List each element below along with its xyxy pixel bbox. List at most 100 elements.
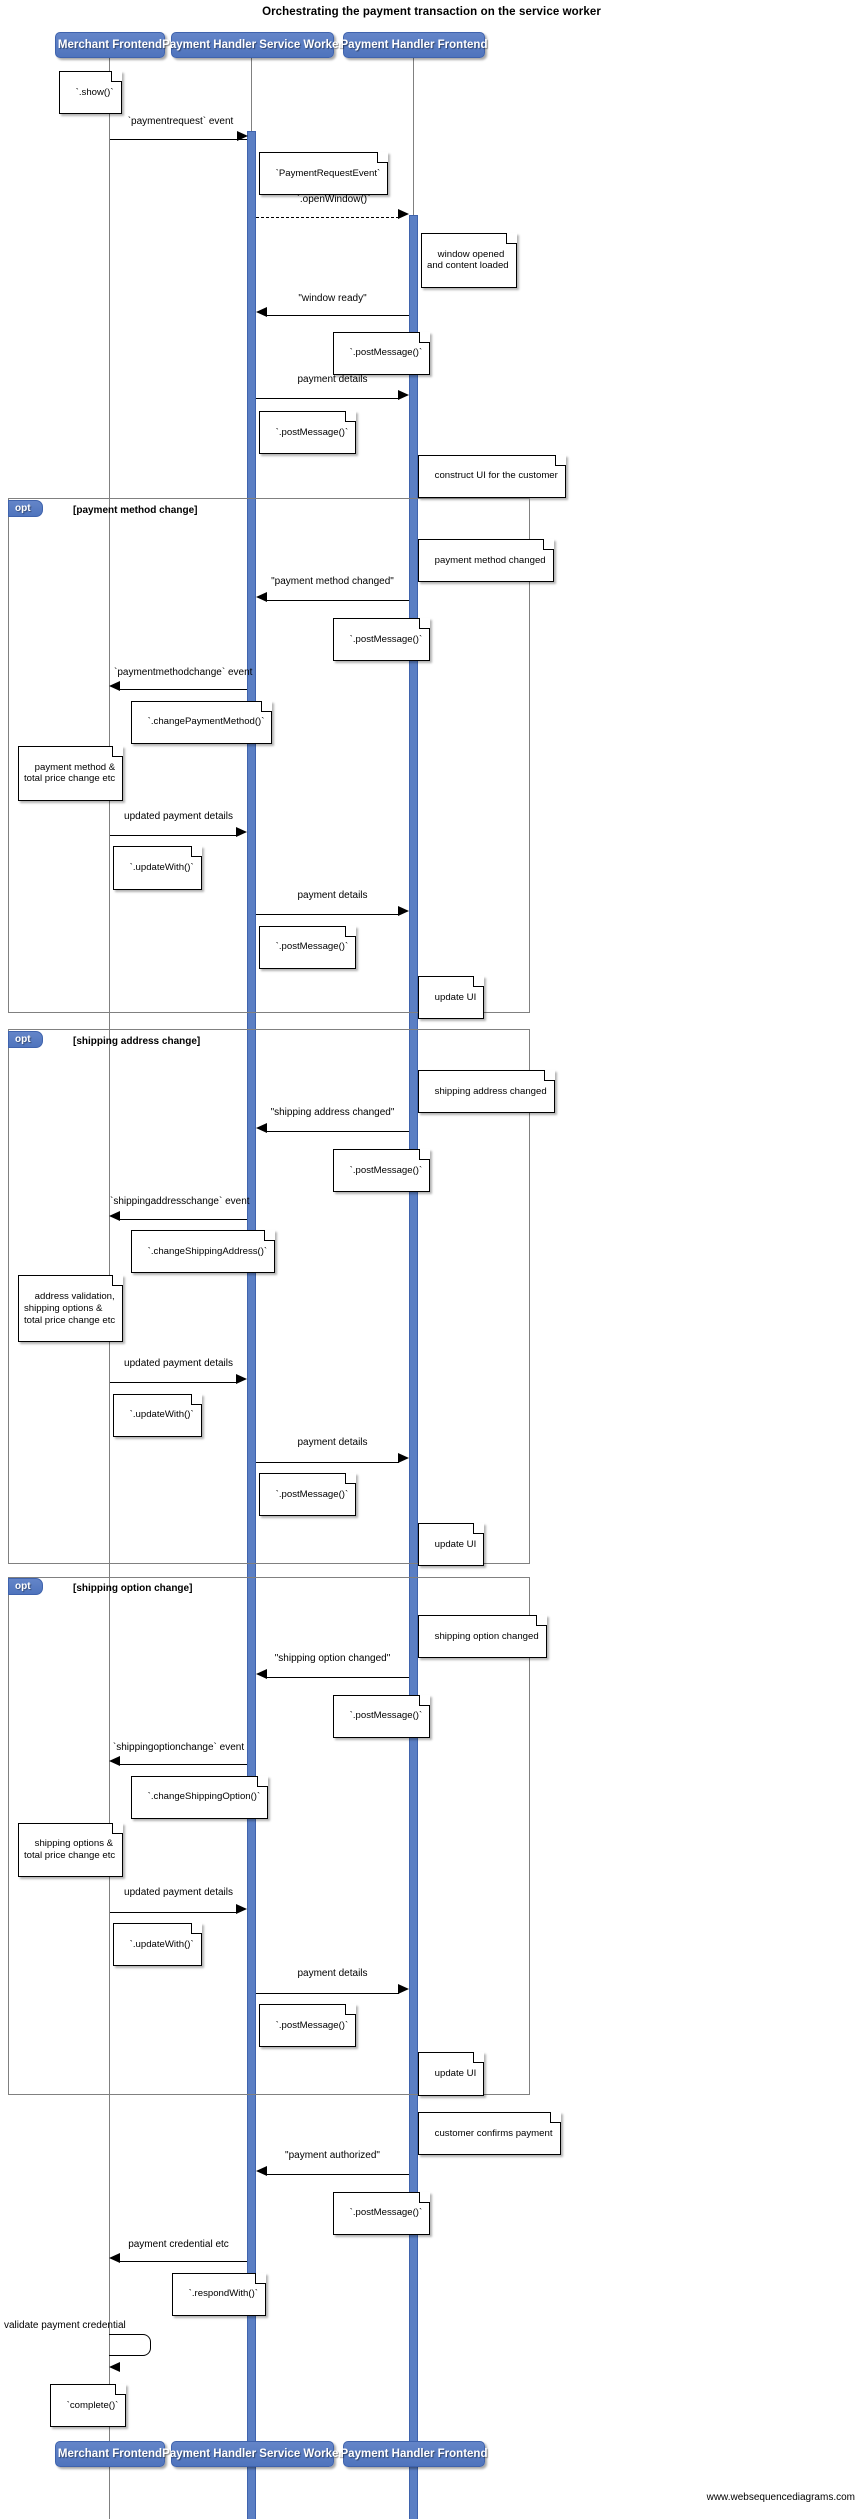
- message-arrow-m5: [256, 592, 267, 603]
- note-text: `.respondWith()`: [188, 2288, 258, 2300]
- note-address-validation: address validation, shipping options & t…: [18, 1275, 124, 1342]
- note-respond-with: `.respondWith()`: [172, 2272, 266, 2316]
- actor-label: Merchant Frontend: [57, 2448, 163, 2460]
- note-text: `.postMessage()`: [349, 1164, 423, 1176]
- message-label-m10: `shippingaddresschange` event: [110, 1196, 250, 1208]
- note-post-message-5: `.postMessage()`: [333, 1149, 431, 1193]
- message-arrow-m12: [398, 1453, 409, 1464]
- message-line-m2: [256, 216, 399, 218]
- note-text: shipping options & total price change et…: [24, 1838, 116, 1861]
- note-change-shipping-address: `.changeShippingAddress()`: [131, 1230, 276, 1274]
- note-update-ui-2: update UI: [418, 1523, 485, 1567]
- message-label-m3: "window ready": [298, 292, 367, 304]
- note-text: `.changeShippingOption()`: [147, 1791, 261, 1803]
- note-text: `.updateWith()`: [129, 1938, 194, 1950]
- message-arrow-m19: [109, 2361, 120, 2372]
- message-line-m14: [118, 1764, 247, 1766]
- actor-header-frontend[interactable]: Payment Handler Frontend: [341, 32, 487, 58]
- note-window-opened: window opened and content loaded: [421, 232, 517, 288]
- message-label-m16: payment details: [297, 1968, 368, 1980]
- message-arrow-m6: [109, 681, 120, 692]
- note-update-with-2: `.updateWith()`: [113, 1393, 202, 1437]
- message-label-m17: "payment authorized": [285, 2149, 380, 2161]
- actor-footer-frontend[interactable]: Payment Handler Frontend: [340, 2441, 488, 2467]
- note-post-message-8: `.postMessage()`: [259, 2003, 357, 2047]
- note-text: `.updateWith()`: [129, 862, 194, 874]
- note-text: update UI: [434, 2068, 477, 2080]
- note-text: `.postMessage()`: [349, 347, 423, 359]
- message-line-m17: [265, 2173, 409, 2175]
- note-text: window opened and content loaded: [427, 248, 509, 272]
- note-text: `.postMessage()`: [275, 426, 349, 438]
- message-label-m5: "payment method changed": [271, 576, 394, 588]
- message-arrow-m10: [109, 1210, 120, 1221]
- self-message-loop-m19: [109, 2334, 151, 2357]
- page-title: Orchestrating the payment transaction on…: [262, 6, 601, 18]
- note-post-message-2: `.postMessage()`: [259, 410, 357, 455]
- actor-label: Payment Handler Frontend: [340, 2448, 488, 2460]
- note-text: shipping address changed: [434, 1085, 547, 1097]
- message-arrow-m16: [398, 1984, 409, 1995]
- note-construct-ui: construct UI for the customer: [418, 454, 566, 498]
- note-text: payment method changed: [434, 554, 546, 566]
- note-update-ui-3: update UI: [418, 2052, 485, 2096]
- message-line-m3: [265, 315, 409, 317]
- message-line-m8: [256, 914, 399, 916]
- note-text: update UI: [434, 991, 477, 1003]
- fragment-shipping-option-change: [8, 1576, 530, 2095]
- note-change-shipping-option: `.changeShippingOption()`: [131, 1775, 269, 1819]
- actor-label: Payment Handler Service Worker: [162, 39, 343, 51]
- actor-footer-service-worker[interactable]: Payment Handler Service Worker: [162, 2441, 343, 2467]
- actor-header-merchant[interactable]: Merchant Frontend: [55, 32, 165, 58]
- message-arrow-m17: [256, 2165, 267, 2176]
- message-label-m14: `shippingoptionchange` event: [112, 1741, 245, 1753]
- note-post-message-7: `.postMessage()`: [333, 1694, 431, 1738]
- note-text: `.postMessage()`: [275, 1488, 349, 1500]
- note-post-message-1: `.postMessage()`: [333, 331, 431, 375]
- message-line-m5: [265, 600, 409, 602]
- message-label-m18: payment credential etc: [128, 2238, 229, 2250]
- activation-service-worker-main: [247, 130, 256, 2519]
- note-text: update UI: [434, 1538, 477, 1550]
- note-post-message-4: `.postMessage()`: [259, 925, 357, 969]
- note-post-message-9: `.postMessage()`: [333, 2191, 431, 2235]
- note-text: `.postMessage()`: [275, 2019, 349, 2031]
- fragment-tag-opt-2: opt: [8, 1030, 43, 1048]
- message-line-m13: [265, 1676, 409, 1678]
- note-payment-request-event: `PaymentRequestEvent`: [259, 151, 389, 195]
- message-arrow-m11: [236, 1374, 247, 1385]
- note-text: `.updateWith()`: [129, 1409, 194, 1421]
- fragment-condition-1: [payment method change]: [73, 504, 198, 516]
- note-post-message-3: `.postMessage()`: [333, 618, 431, 662]
- activation-frontend-main: [409, 215, 418, 2519]
- fragment-condition-3: [shipping option change]: [73, 1582, 193, 1594]
- message-label-m2: `.openWindow()`: [296, 193, 371, 205]
- note-text: address validation, shipping options & t…: [24, 1291, 116, 1326]
- note-update-with-3: `.updateWith()`: [113, 1922, 202, 1967]
- actor-label: Payment Handler Service Worker: [162, 2448, 343, 2460]
- footer-credit[interactable]: www.websequencediagrams.com: [706, 2492, 855, 2503]
- message-label-m13: "shipping option changed": [274, 1652, 391, 1664]
- actor-header-service-worker[interactable]: Payment Handler Service Worker: [162, 32, 343, 58]
- note-payment-method-changed: payment method changed: [418, 538, 554, 582]
- note-text: `complete()`: [66, 2400, 119, 2412]
- note-text: payment method & total price change etc: [24, 761, 116, 785]
- message-line-m11: [110, 1382, 237, 1384]
- message-label-m7: updated payment details: [124, 810, 233, 822]
- message-label-m4: payment details: [297, 373, 368, 385]
- note-update-ui-1: update UI: [418, 975, 485, 1020]
- note-text: shipping option changed: [434, 1631, 539, 1643]
- message-line-m10: [118, 1218, 247, 1220]
- message-line-m15: [110, 1911, 237, 1913]
- message-line-m4: [256, 397, 399, 399]
- note-update-with-1: `.updateWith()`: [113, 846, 202, 890]
- fragment-tag-opt-1: opt: [8, 499, 43, 517]
- message-arrow-m4: [398, 389, 409, 400]
- actor-footer-merchant[interactable]: Merchant Frontend: [55, 2441, 165, 2467]
- message-arrow-m7: [236, 826, 247, 837]
- note-post-message-6: `.postMessage()`: [259, 1472, 357, 1517]
- message-line-m18: [118, 2261, 247, 2263]
- fragment-payment-method-change: [8, 498, 530, 1014]
- note-show: `.show()`: [59, 70, 122, 115]
